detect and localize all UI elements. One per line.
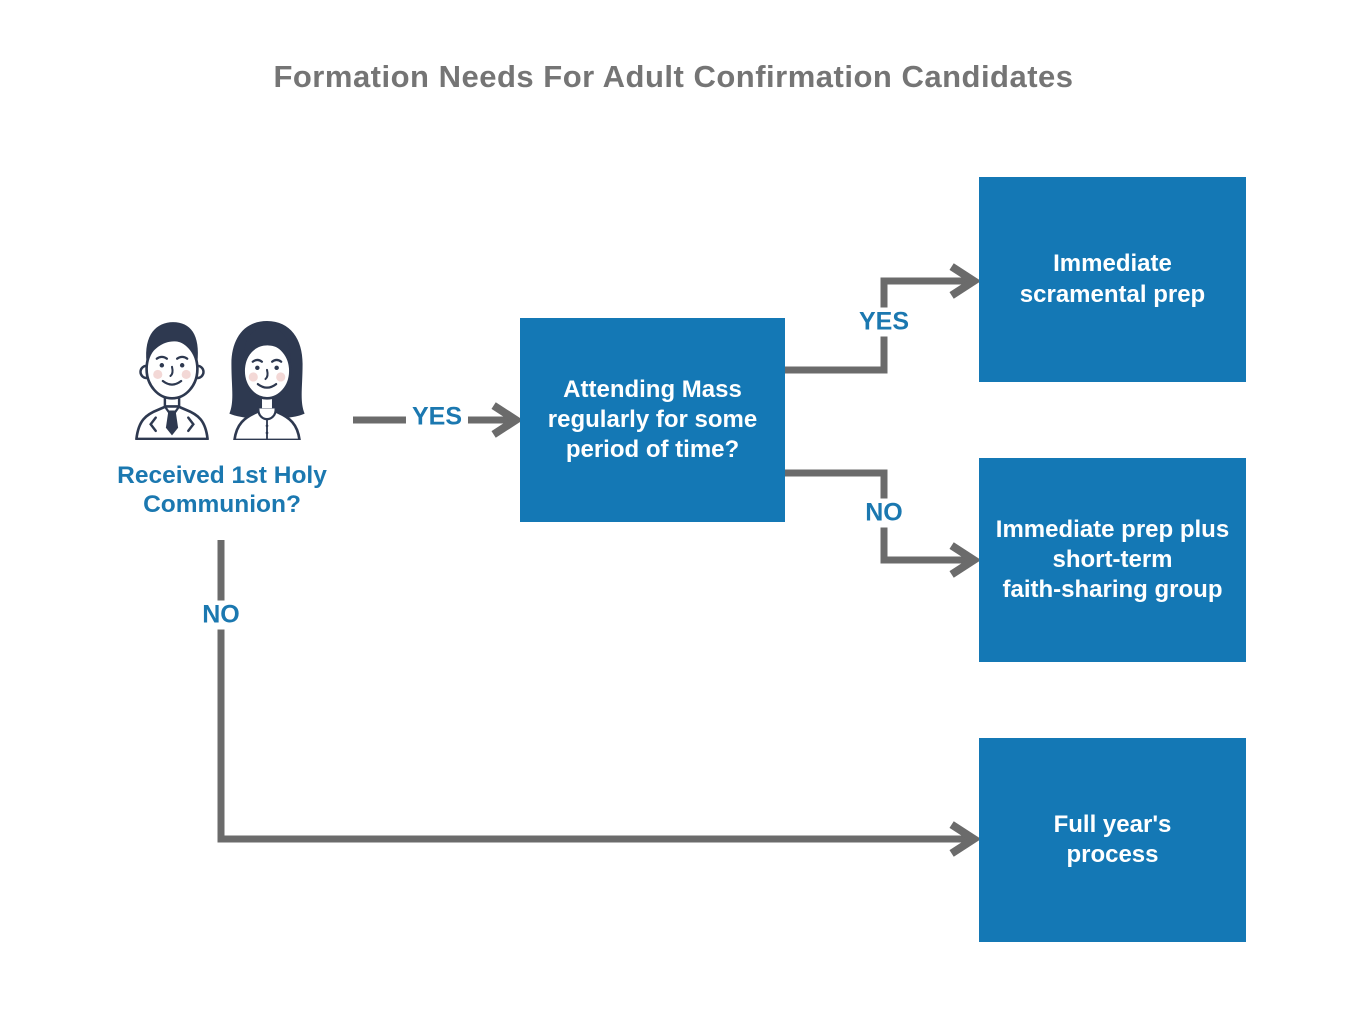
outcome-node-text: Immediate scramental prep [1019, 250, 1206, 308]
outcome-node-prep-plus-faith-sharing-group: Immediate prep plus short-term faith-sha… [979, 458, 1246, 662]
edge-label-yes-start-to-decision: YES [405, 402, 469, 432]
outcome-node-immediate-sacramental-prep: Immediate scramental prep [979, 177, 1246, 382]
outcome-node-text: Full year's process [1053, 810, 1172, 868]
start-question-label: Received 1st Holy Communion? [117, 462, 327, 519]
decision-node-mass-attendance: Attending Mass regularly for some period… [520, 318, 785, 522]
outcome-node-text: Immediate prep plus short-term faith-sha… [995, 515, 1230, 604]
edge-label-no-start-to-outcome-3: NO [196, 600, 246, 630]
diagram-title: Formation Needs For Adult Confirmation C… [273, 59, 1074, 94]
outcome-node-full-year-process: Full year's process [979, 738, 1246, 942]
edge-label-yes-decision-to-outcome-1: YES [852, 307, 916, 337]
man-avatar-icon [135, 322, 209, 440]
edge-line-start-no-to-outcome-3 [217, 540, 970, 839]
edge-label-no-decision-to-outcome-2: NO [859, 498, 909, 528]
woman-avatar-icon [229, 321, 305, 440]
decision-node-text: Attending Mass regularly for some period… [547, 375, 758, 464]
